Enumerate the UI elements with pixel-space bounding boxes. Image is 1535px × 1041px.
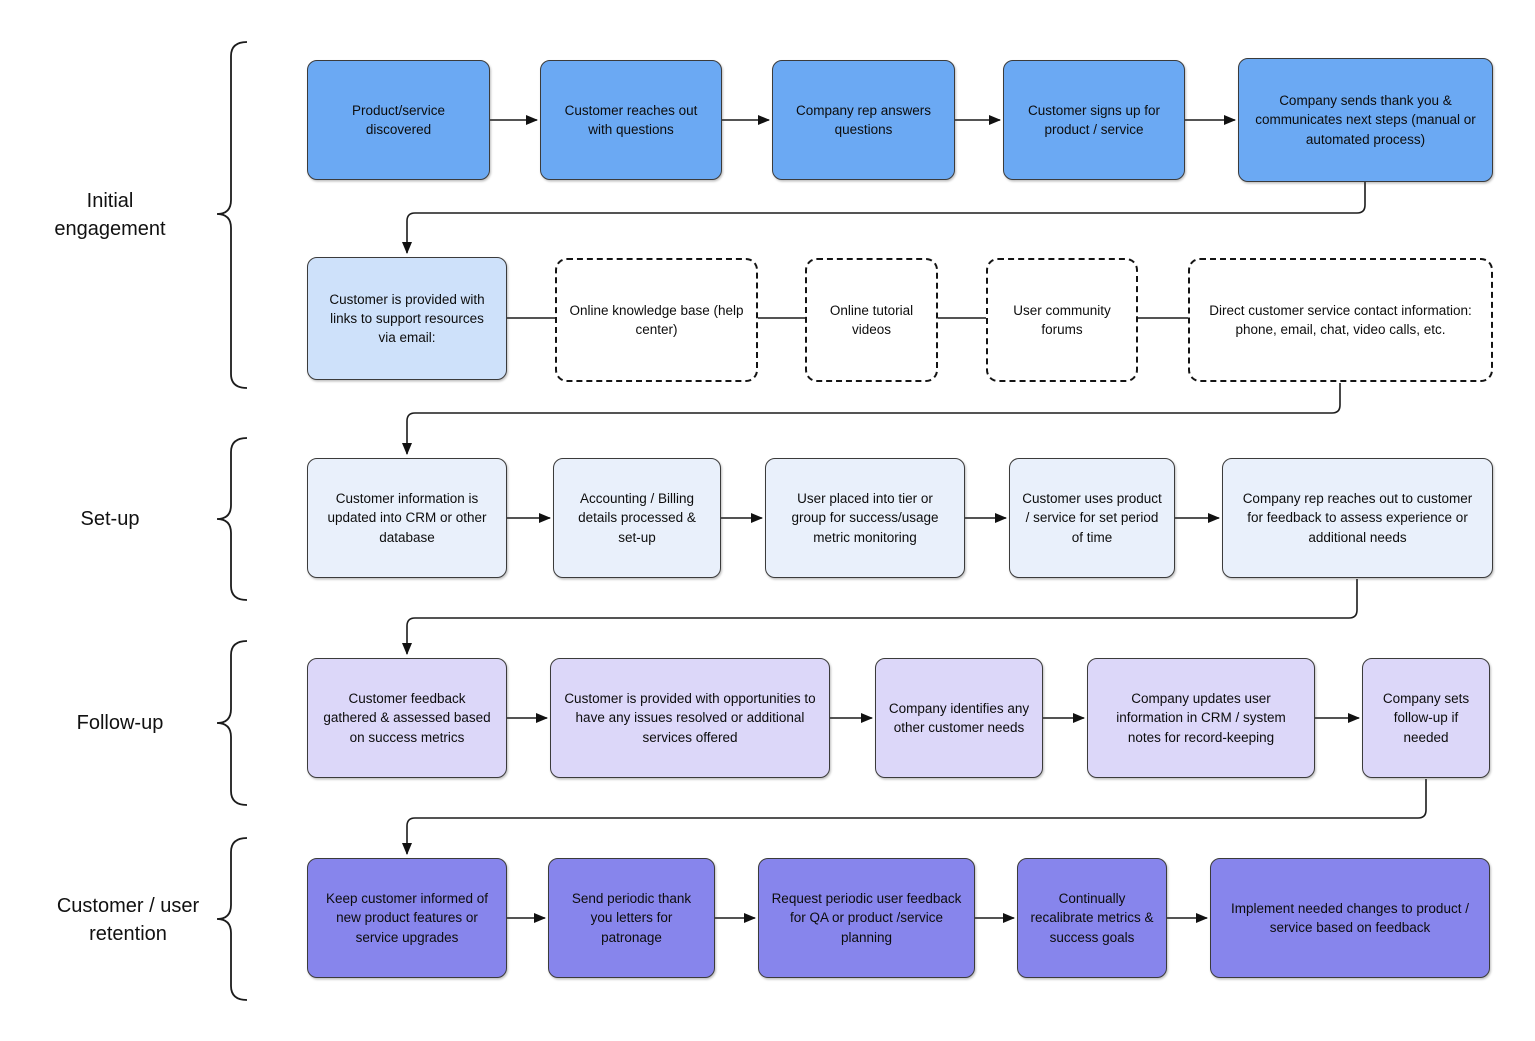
node-thank-you-next-steps: Company sends thank you & communicates n…	[1238, 58, 1493, 182]
node-product-discovered: Product/service discovered	[307, 60, 490, 180]
node-sets-follow-up: Company sets follow-up if needed	[1362, 658, 1490, 778]
node-identify-needs: Company identifies any other customer ne…	[875, 658, 1043, 778]
node-thank-you-letters: Send periodic thank you letters for patr…	[548, 858, 715, 978]
node-direct-contact-info: Direct customer service contact informat…	[1188, 258, 1493, 382]
node-update-crm-notes: Company updates user information in CRM …	[1087, 658, 1315, 778]
connector-r4-to-r5	[402, 779, 1427, 855]
connector-r3-to-r4	[402, 579, 1358, 655]
brace-initial-engagement	[216, 41, 248, 389]
node-support-links-email: Customer is provided with links to suppo…	[307, 257, 507, 380]
node-recalibrate-metrics: Continually recalibrate metrics & succes…	[1017, 858, 1167, 978]
node-inform-new-features: Keep customer informed of new product fe…	[307, 858, 507, 978]
node-implement-changes: Implement needed changes to product / se…	[1210, 858, 1490, 978]
brace-retention	[216, 837, 248, 1001]
connector-r2-to-r3	[402, 383, 1341, 455]
node-rep-reaches-out-feedback: Company rep reaches out to customer for …	[1222, 458, 1493, 578]
brace-follow-up	[216, 640, 248, 806]
node-request-periodic-feedback: Request periodic user feedback for QA or…	[758, 858, 975, 978]
node-tutorial-videos: Online tutorial videos	[805, 258, 938, 382]
node-customer-uses-product: Customer uses product / service for set …	[1009, 458, 1175, 578]
connector-r1-to-r2	[402, 182, 1366, 254]
node-crm-updated: Customer information is updated into CRM…	[307, 458, 507, 578]
node-feedback-gathered: Customer feedback gathered & assessed ba…	[307, 658, 507, 778]
node-billing-setup: Accounting / Billing details processed &…	[553, 458, 721, 578]
node-knowledge-base: Online knowledge base (help center)	[555, 258, 758, 382]
node-user-tier-group: User placed into tier or group for succe…	[765, 458, 965, 578]
phase-label-retention: Customer / user retention	[56, 895, 200, 945]
phase-label-set-up: Set-up	[80, 508, 140, 530]
phase-label-initial-engagement: Initial engagement	[54, 190, 166, 240]
brace-set-up	[216, 437, 248, 601]
node-customer-reaches-out: Customer reaches out with questions	[540, 60, 722, 180]
phase-label-follow-up: Follow-up	[76, 712, 164, 734]
node-rep-answers: Company rep answers questions	[772, 60, 955, 180]
node-customer-signs-up: Customer signs up for product / service	[1003, 60, 1185, 180]
node-community-forums: User community forums	[986, 258, 1138, 382]
node-issues-resolved: Customer is provided with opportunities …	[550, 658, 830, 778]
